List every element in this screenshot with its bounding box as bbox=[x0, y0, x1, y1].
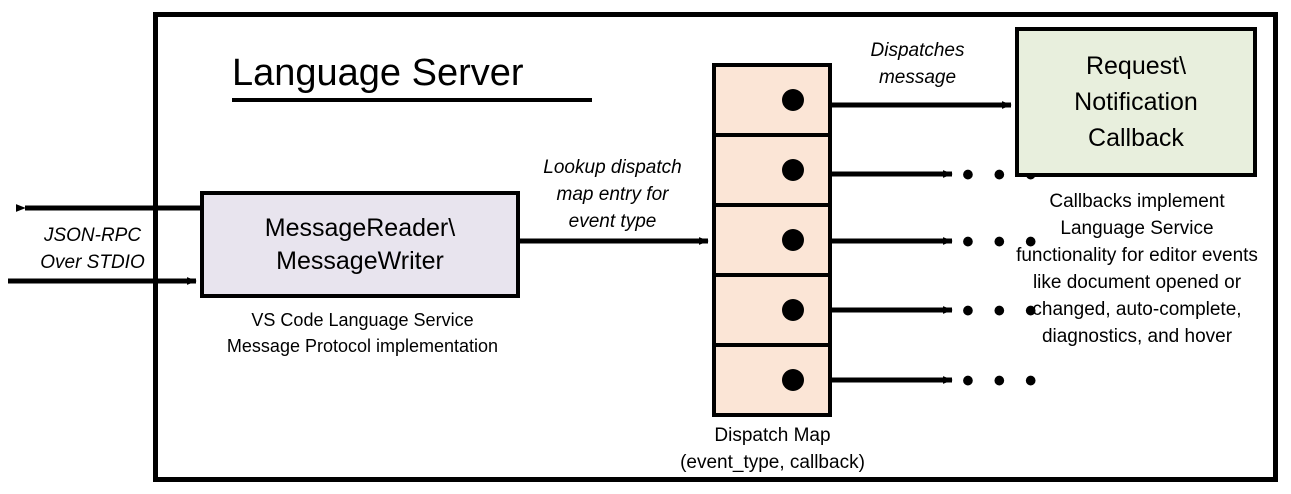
edge-label-jsonrpc-line1: JSON-RPC bbox=[43, 225, 142, 246]
dispatch-map-row[interactable] bbox=[716, 137, 828, 207]
edge-label-jsonrpc: JSON-RPC Over STDIO bbox=[10, 222, 175, 276]
language-server-container bbox=[153, 12, 1278, 482]
callback-caption: Callbacks implement Language Service fun… bbox=[1016, 191, 1258, 347]
callback-line-3: Callback bbox=[1088, 124, 1184, 152]
dispatch-map-row[interactable] bbox=[716, 277, 828, 347]
message-reader-writer-caption: VS Code Language Service Message Protoco… bbox=[190, 307, 535, 359]
ellipsis-row-5: • • • bbox=[962, 362, 1042, 400]
message-reader-writer-box[interactable]: MessageReader\ MessageWriter bbox=[200, 191, 520, 298]
edge-label-dispatches-line2: message bbox=[878, 67, 957, 88]
callback-line-2: Notification bbox=[1074, 88, 1198, 116]
dispatch-map-row[interactable] bbox=[716, 67, 828, 137]
edge-label-lookup-line2: map entry for bbox=[556, 184, 669, 205]
edge-label-dispatches-line1: Dispatches bbox=[870, 40, 965, 61]
callback-line-1: Request\ bbox=[1085, 52, 1187, 80]
dispatch-map-row[interactable] bbox=[716, 347, 828, 413]
edge-label-lookup-dispatch: Lookup dispatch map entry for event type bbox=[515, 154, 710, 235]
edge-label-dispatches-message: Dispatches message bbox=[830, 37, 1005, 91]
dispatch-map-caption: Dispatch Map (event_type, callback) bbox=[645, 422, 900, 476]
callback-dot-icon bbox=[782, 229, 804, 251]
callback-dot-icon bbox=[782, 89, 804, 111]
request-notification-callback-box[interactable]: Request\ Notification Callback bbox=[1015, 27, 1257, 177]
edge-label-jsonrpc-line2: Over STDIO bbox=[40, 252, 145, 273]
callback-dot-icon bbox=[782, 159, 804, 181]
callback-dot-icon bbox=[782, 369, 804, 391]
caption-line-1: VS Code Language Service bbox=[251, 310, 474, 330]
page-title: Language Server bbox=[232, 50, 592, 102]
dispatch-map-row[interactable] bbox=[716, 207, 828, 277]
dispatch-caption-line-2: (event_type, callback) bbox=[680, 452, 865, 473]
dispatch-map-table[interactable] bbox=[712, 63, 832, 417]
caption-line-2: Message Protocol implementation bbox=[226, 336, 499, 356]
callback-dot-icon bbox=[782, 299, 804, 321]
dispatch-caption-line-1: Dispatch Map bbox=[714, 425, 831, 446]
edge-label-lookup-line3: event type bbox=[568, 211, 657, 232]
message-writer-label: MessageWriter bbox=[276, 246, 444, 275]
edge-label-lookup-line1: Lookup dispatch bbox=[543, 157, 682, 178]
message-reader-label: MessageReader\ bbox=[264, 213, 456, 242]
